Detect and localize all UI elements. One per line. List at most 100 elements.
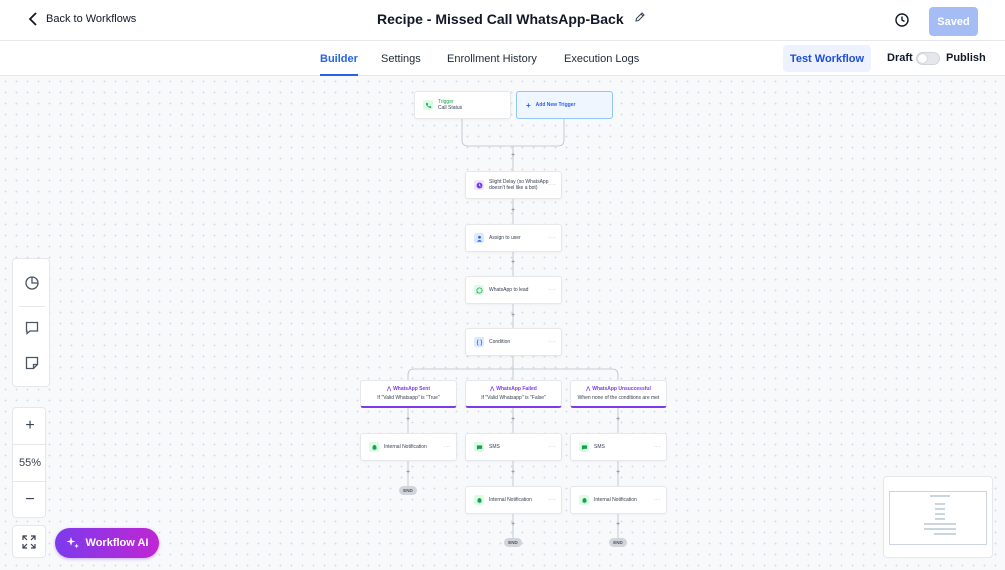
more-options-icon[interactable]: ···: [443, 444, 451, 450]
minimap-node: [935, 503, 945, 505]
action-internal-notification[interactable]: Internal Notification ···: [465, 486, 562, 514]
back-to-workflows-link[interactable]: Back to Workflows: [28, 12, 136, 26]
add-step-button[interactable]: +: [615, 416, 621, 423]
bell-icon: [474, 495, 484, 505]
branch-whatsapp-unsuccessful[interactable]: ⋀WhatsApp Unsuccessful When none of the …: [570, 380, 667, 408]
trigger-subtitle: Call Status: [438, 105, 463, 111]
add-step-button[interactable]: +: [510, 521, 516, 528]
condition-icon: [474, 337, 484, 347]
action-label: SMS: [594, 443, 605, 450]
more-options-icon[interactable]: ···: [548, 235, 556, 241]
step-slight-delay[interactable]: Slight Delay (so WhatsApp doesn't feel l…: [465, 171, 562, 199]
action-label: Internal Notification: [594, 496, 637, 503]
add-step-button[interactable]: +: [510, 469, 516, 476]
branch-subtitle: When none of the conditions are met: [577, 395, 660, 401]
add-step-button[interactable]: +: [615, 521, 621, 528]
saved-button[interactable]: Saved: [929, 7, 978, 36]
tab-bar: Builder Settings Enrollment History Exec…: [0, 41, 1005, 76]
pencil-icon: [634, 12, 645, 22]
minimap-viewport[interactable]: [889, 491, 987, 545]
tab-settings[interactable]: Settings: [381, 52, 421, 65]
branch-icon: ⋀: [386, 386, 392, 392]
add-step-button[interactable]: +: [510, 416, 516, 423]
workflow-title: Recipe - Missed Call WhatsApp-Back: [377, 11, 624, 27]
fit-to-screen-button[interactable]: [12, 525, 46, 558]
more-options-icon[interactable]: ···: [548, 444, 556, 450]
action-label: SMS: [489, 443, 500, 450]
step-label: Condition: [489, 338, 511, 345]
stats-pie-icon[interactable]: [24, 275, 40, 291]
bell-icon: [369, 442, 379, 452]
whatsapp-icon: [474, 285, 484, 295]
canvas-tools-panel: [12, 258, 50, 387]
more-options-icon[interactable]: ···: [653, 497, 661, 503]
sticky-note-icon[interactable]: [24, 355, 40, 371]
zoom-out-button[interactable]: −: [25, 491, 35, 508]
action-sms[interactable]: SMS ···: [570, 433, 667, 461]
branch-subtitle: If "Valid Whatsapp" is "False": [481, 395, 546, 401]
toggle-knob: [918, 54, 927, 63]
add-step-button[interactable]: +: [615, 469, 621, 476]
action-internal-notification[interactable]: Internal Notification ···: [570, 486, 667, 514]
tab-builder[interactable]: Builder: [320, 41, 358, 76]
minimap-node: [934, 533, 956, 535]
action-internal-notification[interactable]: Internal Notification ···: [360, 433, 457, 461]
tool-divider: [19, 306, 45, 307]
minimap-node: [924, 528, 956, 530]
zoom-in-button[interactable]: +: [25, 417, 35, 434]
workflow-ai-button[interactable]: Workflow AI: [55, 528, 159, 558]
step-label: Slight Delay (so WhatsApp doesn't feel l…: [489, 178, 549, 191]
end-marker: END: [609, 538, 627, 547]
branch-whatsapp-failed[interactable]: ⋀WhatsApp Failed If "Valid Whatsapp" is …: [465, 380, 562, 408]
sms-icon: [579, 442, 589, 452]
step-condition[interactable]: Condition ···: [465, 328, 562, 356]
branch-title: WhatsApp Unsuccessful: [592, 386, 651, 392]
branch-whatsapp-sent[interactable]: ⋀WhatsApp Sent If "Valid Whatsapp" is "T…: [360, 380, 457, 408]
more-options-icon[interactable]: ···: [548, 497, 556, 503]
edit-title-button[interactable]: [634, 10, 646, 28]
history-icon[interactable]: [894, 12, 910, 28]
step-label: Assign to user: [489, 234, 521, 241]
minimap-node: [930, 495, 950, 497]
tab-execution-logs[interactable]: Execution Logs: [564, 52, 640, 65]
minimap-node: [935, 513, 945, 515]
add-step-button[interactable]: +: [510, 259, 516, 266]
sms-icon: [474, 442, 484, 452]
top-bar: Back to Workflows Recipe - Missed Call W…: [0, 0, 1005, 41]
action-sms[interactable]: SMS ···: [465, 433, 562, 461]
more-options-icon[interactable]: ···: [653, 444, 661, 450]
add-new-trigger-button[interactable]: + Add New Trigger: [516, 91, 613, 119]
action-label: Internal Notification: [489, 496, 532, 503]
add-step-button[interactable]: +: [510, 312, 516, 319]
add-step-button[interactable]: +: [405, 416, 411, 423]
test-workflow-button[interactable]: Test Workflow: [783, 45, 871, 72]
step-whatsapp-lead[interactable]: WhatsApp to lead ···: [465, 276, 562, 304]
sparkle-icon: [66, 537, 79, 549]
minimap-node: [935, 518, 945, 520]
trigger-title: Trigger: [438, 98, 454, 105]
more-options-icon[interactable]: ···: [548, 182, 556, 188]
workflow-ai-label: Workflow AI: [85, 537, 149, 549]
phone-icon: [423, 100, 433, 110]
tab-enrollment-history[interactable]: Enrollment History: [447, 52, 537, 65]
publish-label: Publish: [946, 52, 986, 64]
zoom-controls: + 55% −: [12, 407, 47, 518]
branch-icon: ⋀: [490, 386, 495, 392]
add-step-button[interactable]: +: [510, 152, 516, 159]
end-marker: END: [399, 486, 417, 495]
plus-icon: +: [526, 100, 531, 110]
add-step-button[interactable]: +: [405, 469, 411, 476]
expand-icon: [22, 534, 36, 549]
more-options-icon[interactable]: ···: [548, 339, 556, 345]
add-step-button[interactable]: +: [510, 207, 516, 214]
comment-icon[interactable]: [24, 320, 40, 336]
publish-toggle[interactable]: [916, 52, 940, 65]
minimap[interactable]: [883, 476, 993, 558]
step-assign-user[interactable]: Assign to user ···: [465, 224, 562, 252]
more-options-icon[interactable]: ···: [548, 287, 556, 293]
branch-title: WhatsApp Sent: [393, 386, 431, 392]
branch-icon: ⋀: [586, 386, 591, 392]
workflow-title-area: Recipe - Missed Call WhatsApp-Back: [377, 10, 646, 28]
action-label: Internal Notification: [384, 443, 427, 450]
